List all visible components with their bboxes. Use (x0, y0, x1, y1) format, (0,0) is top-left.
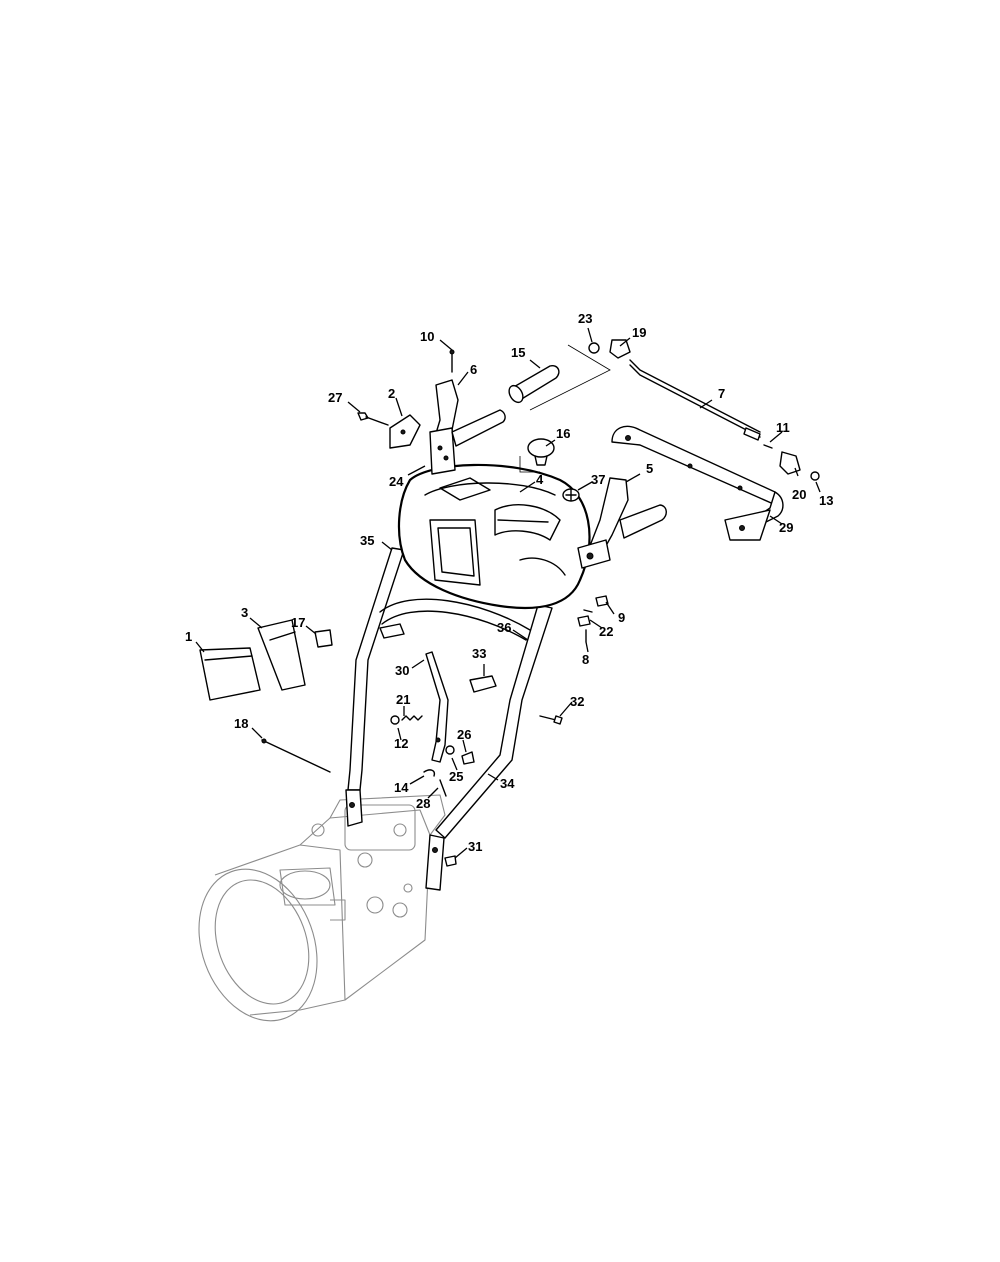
bolt-31 (444, 855, 457, 867)
callout-29: 29 (779, 520, 793, 535)
chute-bracket (389, 414, 421, 449)
washer-25-bolt-26 (445, 745, 475, 765)
left-control-lever (429, 379, 506, 475)
callout-22: 22 (599, 624, 613, 639)
callout-26: 26 (457, 727, 471, 742)
callout-labels: 1 2 3 4 5 6 7 8 9 10 11 12 13 14 15 16 1… (185, 311, 833, 854)
bolt-32 (539, 715, 563, 725)
callout-1: 1 (185, 629, 192, 644)
callout-12: 12 (394, 736, 408, 751)
callout-11: 11 (776, 420, 790, 435)
callout-30: 30 (395, 663, 409, 678)
callout-5: 5 (646, 461, 653, 476)
callout-13: 13 (819, 493, 833, 508)
callout-25: 25 (449, 769, 463, 784)
callout-28: 28 (416, 796, 430, 811)
upper-handle-bar (611, 425, 784, 541)
callout-36: 36 (497, 620, 511, 635)
callout-9: 9 (618, 610, 625, 625)
pin-10 (449, 349, 455, 373)
lower-handle-left (345, 547, 405, 827)
callout-14: 14 (394, 780, 409, 795)
callout-37: 37 (591, 472, 605, 487)
callout-27: 27 (328, 390, 342, 405)
bolt-27 (357, 412, 389, 426)
callout-16: 16 (556, 426, 570, 441)
clip-14-28 (423, 769, 447, 797)
callout-7: 7 (718, 386, 725, 401)
callout-15: 15 (511, 345, 525, 360)
knob-16 (519, 438, 555, 473)
callout-4: 4 (536, 472, 544, 487)
callout-19: 19 (632, 325, 646, 340)
bracket-33 (379, 623, 497, 693)
callout-8: 8 (582, 652, 589, 667)
callout-31: 31 (468, 839, 482, 854)
callout-10: 10 (420, 329, 434, 344)
callout-17: 17 (291, 615, 305, 630)
callout-23: 23 (578, 311, 592, 326)
callout-32: 32 (570, 694, 584, 709)
leader-lines (195, 327, 821, 859)
callout-6: 6 (470, 362, 477, 377)
spring-21 (390, 715, 423, 725)
callout-20: 20 (792, 487, 806, 502)
callout-21: 21 (396, 692, 410, 707)
callout-35: 35 (360, 533, 374, 548)
callout-18: 18 (234, 716, 248, 731)
left-grip (508, 364, 560, 404)
linkage-30 (425, 651, 449, 763)
right-control-lever (577, 477, 667, 569)
hardware-9-22-8 (577, 595, 609, 643)
chute-cable (529, 339, 820, 481)
callout-3: 3 (241, 605, 248, 620)
auger-housing-ghost (198, 794, 446, 1022)
chute-3 (257, 619, 306, 691)
cable-tie-18 (261, 738, 331, 773)
dial-37 (562, 488, 580, 502)
callout-24: 24 (389, 474, 404, 489)
handle-cross-bar (379, 598, 531, 641)
callout-33: 33 (472, 646, 486, 661)
lower-handle-right (425, 604, 553, 891)
console-panel (397, 463, 591, 610)
callout-34: 34 (500, 776, 515, 791)
callout-2: 2 (388, 386, 395, 401)
deflector-1 (199, 647, 261, 701)
knob-17 (314, 629, 333, 648)
